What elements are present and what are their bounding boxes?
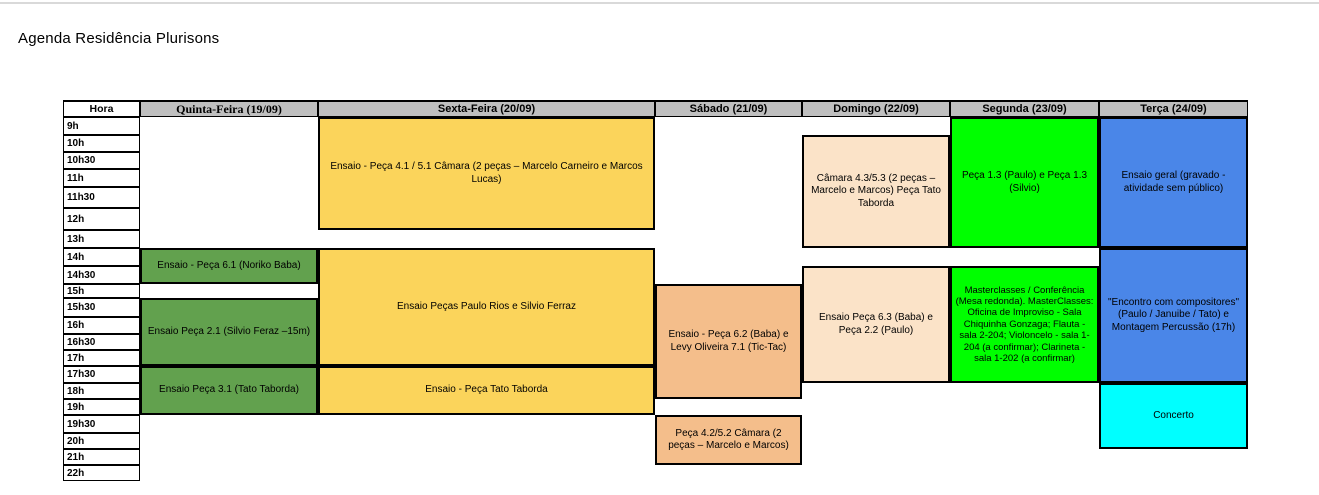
- event-ensaio-geral: Ensaio geral (gravado - atividade sem pú…: [1099, 117, 1248, 248]
- event-ensaio-peca-3-1: Ensaio Peça 3.1 (Tato Taborda): [140, 366, 318, 415]
- event-ensaio-peca-6-2-levy: Ensaio - Peça 6.2 (Baba) e Levy Oliveira…: [655, 284, 802, 399]
- event-ensaio-peca-4-1-5-1: Ensaio - Peça 4.1 / 5.1 Câmara (2 peças …: [318, 117, 655, 230]
- hour-cell-12h: 12h: [63, 208, 140, 230]
- hour-cell-9h: 9h: [63, 117, 140, 135]
- hour-cell-20h: 20h: [63, 433, 140, 449]
- hour-cell-15h: 15h: [63, 284, 140, 298]
- day-header-segunda: Segunda (23/09): [950, 100, 1099, 117]
- agenda-table: Hora Quinta-Feira (19/09) Sexta-Feira (2…: [63, 100, 1248, 481]
- event-ensaio-peca-6-1: Ensaio - Peça 6.1 (Noriko Baba): [140, 248, 318, 284]
- hour-cell-22h: 22h: [63, 465, 140, 481]
- event-concerto: Concerto: [1099, 383, 1248, 449]
- hour-cell-17h: 17h: [63, 350, 140, 366]
- hour-cell-13h: 13h: [63, 230, 140, 248]
- hour-cell-18h: 18h: [63, 383, 140, 399]
- hour-cell-16h: 16h: [63, 317, 140, 334]
- day-header-sexta: Sexta-Feira (20/09): [318, 100, 655, 117]
- event-masterclasses-conferencia: Masterclasses / Conferência (Mesa redond…: [950, 266, 1099, 383]
- hour-cell-11h30: 11h30: [63, 187, 140, 208]
- hour-cell-14h30: 14h30: [63, 266, 140, 284]
- day-header-domingo: Domingo (22/09): [802, 100, 950, 117]
- hour-cell-17h30: 17h30: [63, 366, 140, 383]
- hour-cell-19h: 19h: [63, 399, 140, 415]
- hour-cell-19h30: 19h30: [63, 415, 140, 433]
- hour-cell-11h: 11h: [63, 169, 140, 187]
- hour-cell-15h30: 15h30: [63, 298, 140, 317]
- event-encontro-com-compositores: "Encontro com compositores" (Paulo / Jan…: [1099, 248, 1248, 383]
- hour-column-header: Hora: [63, 100, 140, 117]
- day-header-sabado: Sábado (21/09): [655, 100, 802, 117]
- day-header-terca: Terça (24/09): [1099, 100, 1248, 117]
- hour-cell-10h: 10h: [63, 135, 140, 152]
- hour-cell-21h: 21h: [63, 449, 140, 465]
- event-camara-4-3-5-3: Câmara 4.3/5.3 (2 peças – Marcelo e Marc…: [802, 135, 950, 248]
- event-ensaio-peca-6-3-2-2: Ensaio Peça 6.3 (Baba) e Peça 2.2 (Paulo…: [802, 266, 950, 383]
- event-ensaio-peca-2-1: Ensaio Peça 2.1 (Silvio Feraz –15m): [140, 298, 318, 366]
- day-header-quinta: Quinta-Feira (19/09): [140, 100, 318, 117]
- event-peca-1-3: Peça 1.3 (Paulo) e Peça 1.3 (Silvio): [950, 117, 1099, 248]
- top-divider: [0, 2, 1319, 4]
- event-ensaio-peca-tato-taborda: Ensaio - Peça Tato Taborda: [318, 366, 655, 415]
- hour-cell-16h30: 16h30: [63, 334, 140, 350]
- page-title: Agenda Residência Plurisons: [18, 30, 220, 47]
- event-ensaio-pecas-paulo-rios-silvio-ferraz: Ensaio Peças Paulo Rios e Silvio Ferraz: [318, 248, 655, 366]
- event-peca-4-2-5-2-camara: Peça 4.2/5.2 Câmara (2 peças – Marcelo e…: [655, 415, 802, 465]
- hour-cell-14h: 14h: [63, 248, 140, 266]
- hour-cell-10h30: 10h30: [63, 152, 140, 169]
